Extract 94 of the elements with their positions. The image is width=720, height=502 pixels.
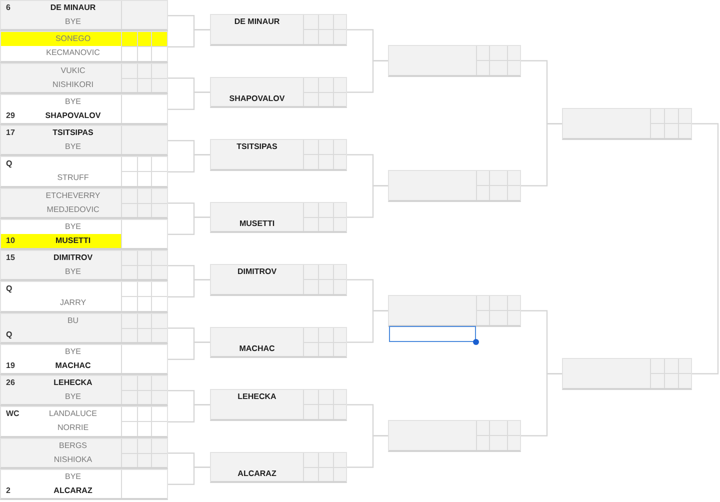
bye-label: BYE (65, 392, 81, 402)
player-name: TSITSIPAS (236, 142, 278, 152)
bracket-line (521, 373, 562, 436)
player-name: MUSETTI (239, 218, 275, 229)
bracket-line (347, 310, 388, 343)
player-name: BERGS (59, 440, 87, 451)
bye-label: BYE (65, 222, 81, 232)
bracket-line (168, 154, 210, 172)
player-name: MACHAC (55, 360, 91, 371)
player-name: LEHECKA (54, 378, 92, 388)
bye-label: BYE (65, 346, 81, 357)
player-name: SONEGO (55, 34, 91, 44)
player-name: LANDALUCE (49, 409, 97, 420)
match-box (0, 406, 168, 438)
match-box (0, 468, 168, 500)
match-box (0, 0, 168, 32)
seed-label: 6 (6, 3, 10, 14)
bye-label: BYE (65, 267, 81, 278)
match-box (388, 295, 521, 326)
bye-label: BYE (65, 142, 81, 152)
player-name: ALCARAZ (238, 468, 276, 479)
player-name: KECMANOVIC (46, 48, 100, 58)
match-box (210, 389, 347, 420)
match-box (0, 281, 168, 312)
player-name: DIMITROV (237, 267, 277, 278)
player-name: ALCARAZ (54, 486, 92, 496)
player-name: MUSETTI (55, 236, 91, 246)
player-name: TSITSIPAS (52, 128, 94, 138)
bracket-line (168, 342, 210, 360)
match-box (0, 218, 168, 250)
seed-label: 19 (6, 360, 15, 371)
player-name: STRUFF (57, 173, 89, 184)
seed-label: 10 (6, 236, 15, 246)
match-box (210, 326, 347, 358)
match-box (0, 94, 168, 125)
bracket-line (168, 404, 210, 422)
match-box (210, 264, 347, 296)
seed-label: WC (6, 409, 20, 420)
bracket-line (168, 92, 210, 110)
match-box (210, 14, 347, 46)
match-box (0, 62, 168, 94)
match-box (0, 188, 168, 219)
match-box (388, 170, 521, 202)
match-box (388, 45, 521, 76)
seed-label: Q (6, 159, 12, 170)
player-name: DE MINAUR (50, 3, 96, 14)
match-box (562, 108, 692, 140)
match-box (210, 452, 347, 483)
player-name: ETCHEVERRY (46, 190, 100, 201)
player-name: NISHIOKA (54, 454, 92, 465)
player-name: MEDJEDOVIC (46, 204, 100, 215)
match-box (0, 31, 168, 62)
bracket-line (347, 435, 388, 468)
seed-label: 15 (6, 253, 15, 264)
seed-label: Q (6, 284, 12, 294)
match-box (388, 420, 521, 452)
match-box (210, 202, 347, 233)
match-box (562, 358, 692, 390)
match-box (0, 125, 168, 156)
bracket-line (347, 60, 388, 93)
bye-label: BYE (65, 96, 81, 107)
match-box (0, 250, 168, 282)
player-name: MACHAC (239, 344, 275, 354)
player-name: SHAPOVALOV (45, 110, 101, 121)
bracket-line (168, 216, 210, 235)
bye-label: BYE (65, 17, 81, 28)
match-box (0, 156, 168, 188)
seed-label: 17 (6, 128, 15, 138)
match-box (0, 375, 168, 406)
match-box (0, 312, 168, 344)
player-name: SHAPOVALOV (229, 94, 285, 104)
seed-label: 26 (6, 378, 15, 388)
bracket-line (347, 185, 388, 218)
player-name: VUKIC (60, 66, 86, 76)
match-box (210, 139, 347, 170)
bracket-line (692, 123, 719, 374)
bracket-line (168, 466, 210, 485)
player-name: JARRY (60, 298, 86, 308)
bracket-line (168, 29, 210, 48)
seed-label: Q (6, 330, 12, 340)
bracket-line (168, 279, 210, 298)
seed-label: 2 (6, 486, 10, 496)
bye-label: BYE (65, 472, 81, 482)
player-name: NORRIE (57, 423, 89, 434)
bracket-line (521, 123, 562, 186)
match-box (0, 438, 168, 469)
player-name: DIMITROV (53, 253, 93, 264)
player-name: LEHECKA (238, 392, 276, 402)
match-box (210, 76, 347, 108)
player-name: DE MINAUR (234, 17, 280, 28)
match-box (0, 344, 168, 375)
player-name: NISHIKORI (52, 80, 94, 90)
seed-label: 29 (6, 110, 15, 121)
player-name: BU (67, 316, 79, 326)
